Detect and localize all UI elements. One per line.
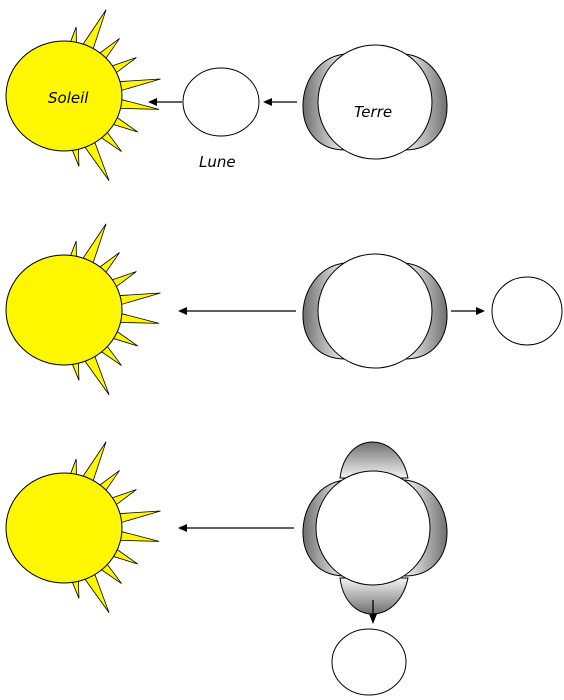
earth bbox=[302, 44, 448, 160]
moon bbox=[491, 276, 563, 346]
arrow-earth-to-moon bbox=[369, 600, 377, 624]
scene-1: Soleil Lune Terre bbox=[5, 9, 448, 181]
moon bbox=[182, 67, 260, 137]
sun bbox=[5, 223, 161, 395]
arrow-moon-to-sun bbox=[148, 98, 182, 106]
sun-label: Soleil bbox=[48, 89, 89, 107]
earth-label: Terre bbox=[354, 103, 392, 121]
scene-2 bbox=[5, 223, 563, 395]
earth bbox=[302, 253, 448, 369]
sun-disc bbox=[5, 472, 123, 584]
arrow-earth-to-sun bbox=[178, 307, 296, 315]
moon bbox=[331, 628, 407, 696]
sun bbox=[5, 9, 161, 181]
earth bbox=[302, 441, 448, 615]
sun-disc bbox=[5, 254, 123, 366]
moon-label: Lune bbox=[199, 153, 236, 171]
tidal-bulge-top bbox=[339, 441, 409, 479]
tidal-bulge-bottom bbox=[339, 577, 409, 615]
scene-3 bbox=[5, 441, 448, 696]
arrow-earth-to-moon bbox=[263, 98, 297, 106]
arrow-earth-to-sun bbox=[178, 524, 294, 532]
sun bbox=[5, 441, 161, 613]
sun-disc bbox=[5, 40, 123, 152]
arrow-earth-to-moon bbox=[451, 307, 485, 315]
